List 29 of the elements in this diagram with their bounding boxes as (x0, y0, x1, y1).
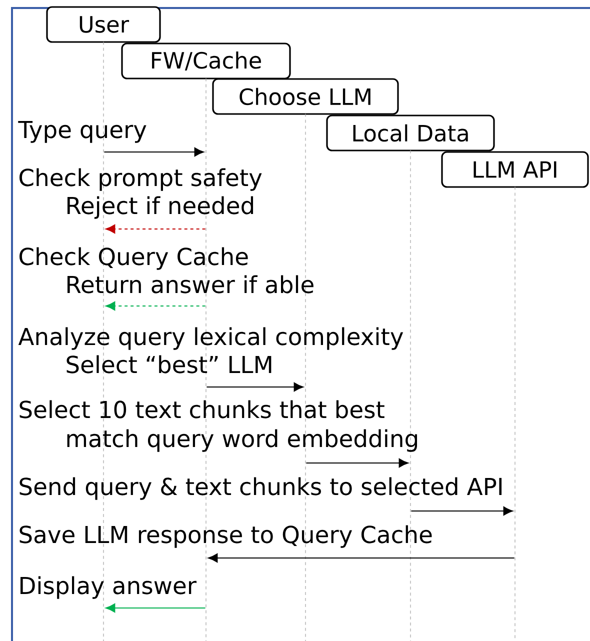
arrow (208, 553, 515, 563)
step-text: match query word embedding (67, 429, 417, 452)
step-text: Select 10 text chunks that best (20, 400, 384, 418)
arrow (306, 458, 409, 468)
lifeline (410, 150, 411, 641)
participant-box: FW/Cache (121, 42, 291, 80)
step-text: Check prompt safety (20, 168, 262, 191)
step-text: Select “best” LLM (66, 355, 272, 374)
arrow (206, 382, 304, 392)
step-text: Type query (18, 120, 146, 143)
arrow (410, 506, 514, 516)
lifeline (305, 114, 306, 641)
lifeline (103, 42, 104, 641)
step-text: Analyze query lexical complexity (18, 327, 404, 350)
participant-box: User (46, 6, 161, 43)
participant-box: LLM API (441, 151, 589, 188)
step-text: Reject if needed (68, 196, 254, 219)
participant-box: Choose LLM (212, 78, 399, 115)
arrow (105, 224, 206, 234)
step-text: Send query & text chunks to selected API (20, 477, 502, 500)
arrow (104, 147, 204, 157)
lifeline (514, 186, 516, 641)
step-text: Return answer if able (68, 275, 314, 294)
participant-box: Local Data (326, 114, 495, 152)
arrow (105, 603, 206, 613)
arrow (105, 301, 206, 311)
step-text: Save LLM response to Query Cache (20, 525, 432, 548)
step-text: Check Query Cache (20, 247, 248, 270)
step-text: Display answer (20, 576, 196, 599)
